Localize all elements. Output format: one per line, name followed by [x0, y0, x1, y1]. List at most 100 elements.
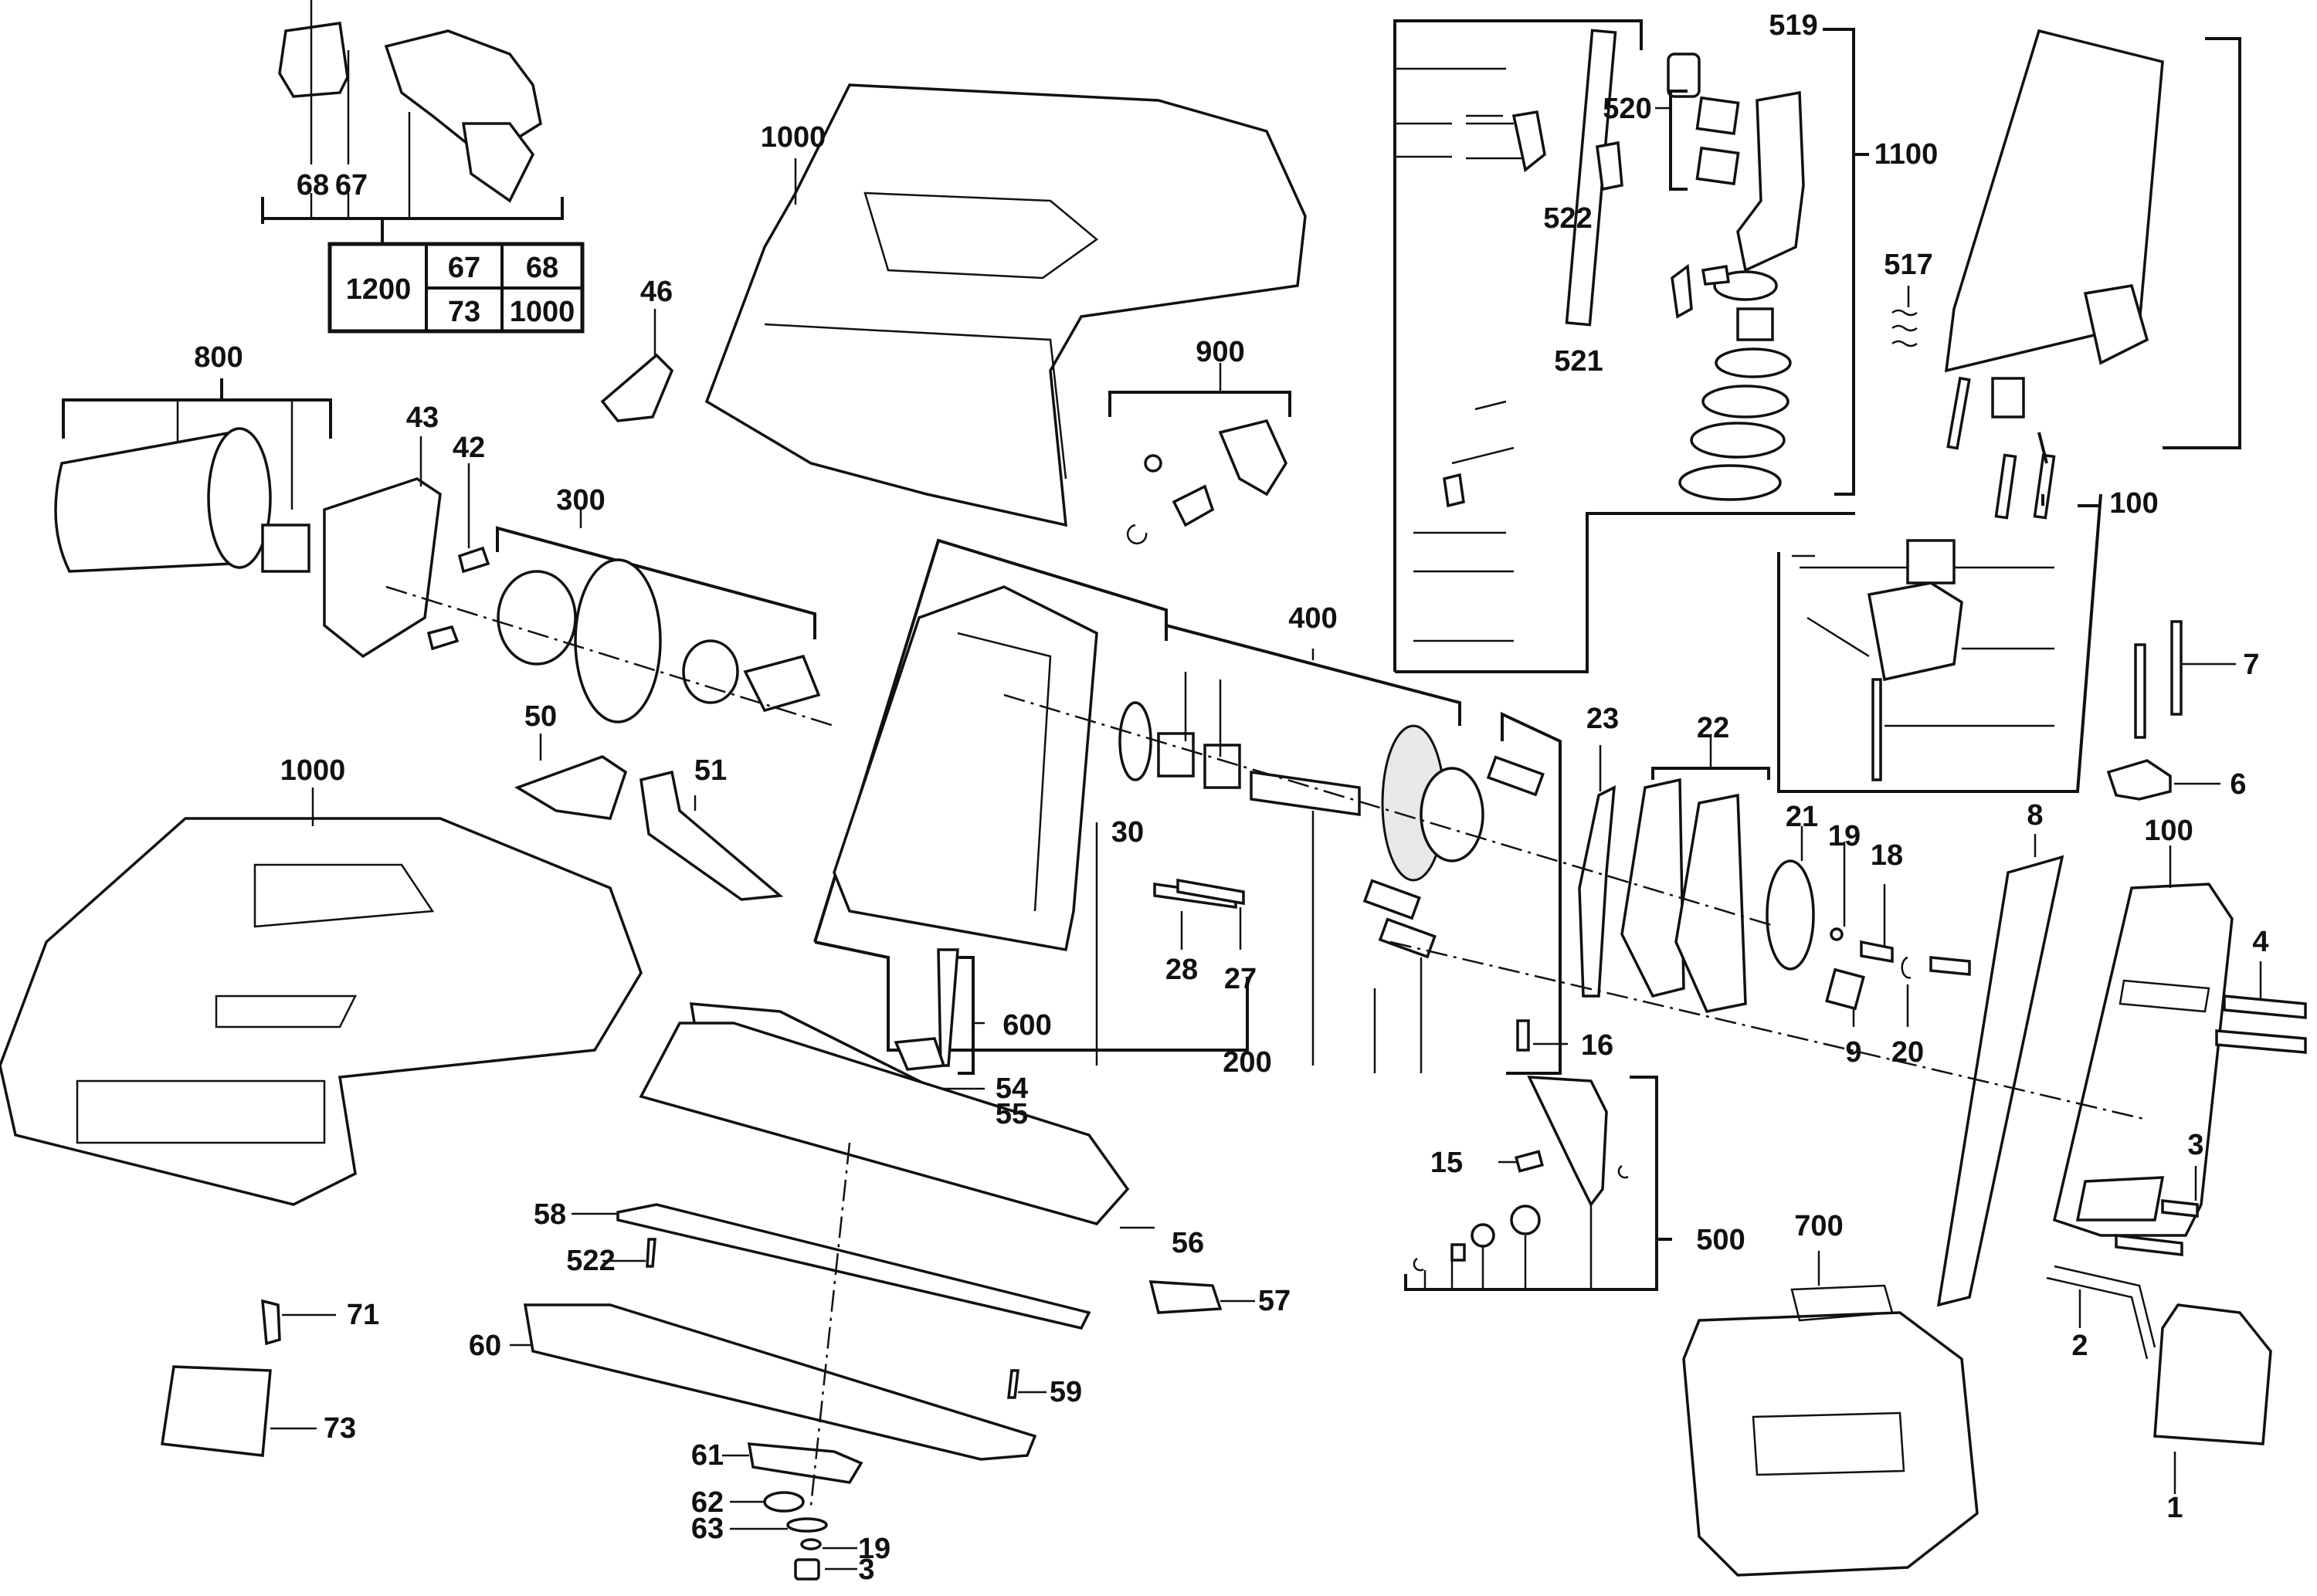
label-522: 522 — [1543, 202, 1592, 235]
label-900: 900 — [1196, 336, 1244, 368]
part-23-fork — [1578, 785, 1616, 998]
label-800: 800 — [194, 341, 243, 374]
label-200: 200 — [1223, 1046, 1271, 1079]
group-900 — [1108, 363, 1291, 545]
label-6: 6 — [2230, 768, 2246, 801]
part-21-disk — [1766, 859, 1815, 971]
part-61-block — [747, 1442, 863, 1484]
part-600-nut — [894, 1037, 946, 1071]
part-63-washer — [786, 1517, 828, 1533]
part-bearing-b — [1203, 744, 1241, 789]
label-55: 55 — [996, 1098, 1028, 1130]
axis-line-c — [1389, 940, 2148, 1121]
label-58: 58 — [534, 1198, 566, 1231]
label-15: 15 — [1430, 1147, 1463, 1179]
bracket-22 — [1651, 767, 1770, 780]
label-61: 61 — [691, 1439, 724, 1472]
axis-line — [385, 585, 835, 727]
part-3-screw-c — [794, 1558, 820, 1581]
plunger-group — [1393, 19, 1855, 673]
label-400: 400 — [1288, 602, 1337, 635]
part-522-screw — [646, 1238, 656, 1268]
label-100: 100 — [2109, 487, 2158, 520]
axis-line-b — [1003, 693, 1777, 928]
label-100-b: 100 — [2144, 815, 2193, 847]
part-73-label — [161, 1365, 272, 1457]
label-4: 4 — [2252, 926, 2268, 958]
case-700 — [1682, 1251, 1979, 1577]
gear-housing-200 — [813, 538, 1249, 1066]
label-23: 23 — [1586, 703, 1619, 735]
part-7-pin — [2134, 643, 2146, 739]
part-18-screw — [1860, 940, 1894, 964]
label-73: 73 — [324, 1412, 356, 1445]
label-519: 519 — [1769, 9, 1817, 42]
part-46-button — [600, 353, 674, 422]
part-19-ring — [1830, 927, 1844, 941]
part-16-pin — [1516, 1019, 1530, 1052]
part-bearing — [1157, 732, 1195, 778]
part-6-clip — [2106, 759, 2172, 801]
switch-group: 1200 67 68 73 1000 — [261, 0, 585, 334]
label-71: 71 — [347, 1299, 379, 1331]
part-18-screw-b — [1929, 956, 1971, 976]
label-56: 56 — [1172, 1227, 1204, 1259]
bracket-pins — [1501, 711, 1562, 1075]
part-pin-c — [1378, 917, 1437, 959]
label-43: 43 — [406, 402, 439, 434]
housing-100-upper — [1777, 29, 2241, 793]
label-68: 68 — [297, 169, 329, 202]
label-500: 500 — [1696, 1224, 1745, 1256]
label-27: 27 — [1224, 963, 1257, 995]
part-7-pin-b — [2170, 620, 2183, 716]
part-42-screw-b — [426, 625, 460, 651]
label-16: 16 — [1581, 1029, 1613, 1062]
part-51 — [639, 770, 784, 901]
label-1000: 1000 — [761, 121, 826, 154]
label-46: 46 — [640, 276, 673, 308]
motor-800 — [54, 378, 332, 573]
bracket-600 — [958, 956, 975, 1075]
kit-table-item: 1000 — [510, 296, 575, 328]
part-19-ring-b — [800, 1538, 822, 1550]
label-28: 28 — [1165, 954, 1198, 986]
part-56-base — [639, 1022, 1130, 1225]
label-3-b: 3 — [858, 1554, 874, 1586]
housing-100-lower — [2052, 845, 2234, 1237]
kit-table-item: 73 — [448, 296, 480, 328]
label-3: 3 — [2187, 1129, 2203, 1161]
part-pin-b — [1362, 879, 1421, 920]
part-1-battery — [2153, 1303, 2272, 1445]
part-20-clip — [1901, 956, 1912, 979]
part-600-bolt — [937, 948, 959, 1067]
part-trigger — [461, 122, 535, 203]
label-19-b: 19 — [858, 1533, 891, 1565]
label-20: 20 — [1891, 1036, 1924, 1069]
label-22: 22 — [1697, 712, 1729, 744]
part-60-shoe — [523, 1303, 1037, 1461]
part-62-knob — [763, 1491, 805, 1513]
part-pin — [1486, 755, 1545, 797]
part-68-connector — [278, 22, 349, 98]
housing-right-1000 — [704, 83, 1307, 527]
fan-group-300 — [496, 510, 821, 723]
label-62: 62 — [691, 1486, 724, 1519]
bracket-500 — [1404, 1076, 1658, 1291]
label-1000-b: 1000 — [280, 754, 346, 787]
part-9-bushing — [1825, 967, 1865, 1011]
label-63: 63 — [691, 1513, 724, 1545]
label-7: 7 — [2243, 649, 2259, 681]
label-520: 520 — [1603, 93, 1651, 125]
label-1: 1 — [2166, 1492, 2183, 1524]
label-57: 57 — [1258, 1285, 1291, 1317]
part-50 — [514, 755, 628, 820]
label-42: 42 — [453, 432, 485, 464]
label-2: 2 — [2071, 1330, 2088, 1362]
kit-table-id: 1200 — [346, 273, 412, 306]
label-51: 51 — [694, 754, 727, 787]
part-shaft — [1250, 770, 1361, 817]
label-517: 517 — [1884, 249, 1932, 281]
part-22-plate-b — [1674, 793, 1747, 1013]
part-22-plate — [1620, 778, 1685, 998]
